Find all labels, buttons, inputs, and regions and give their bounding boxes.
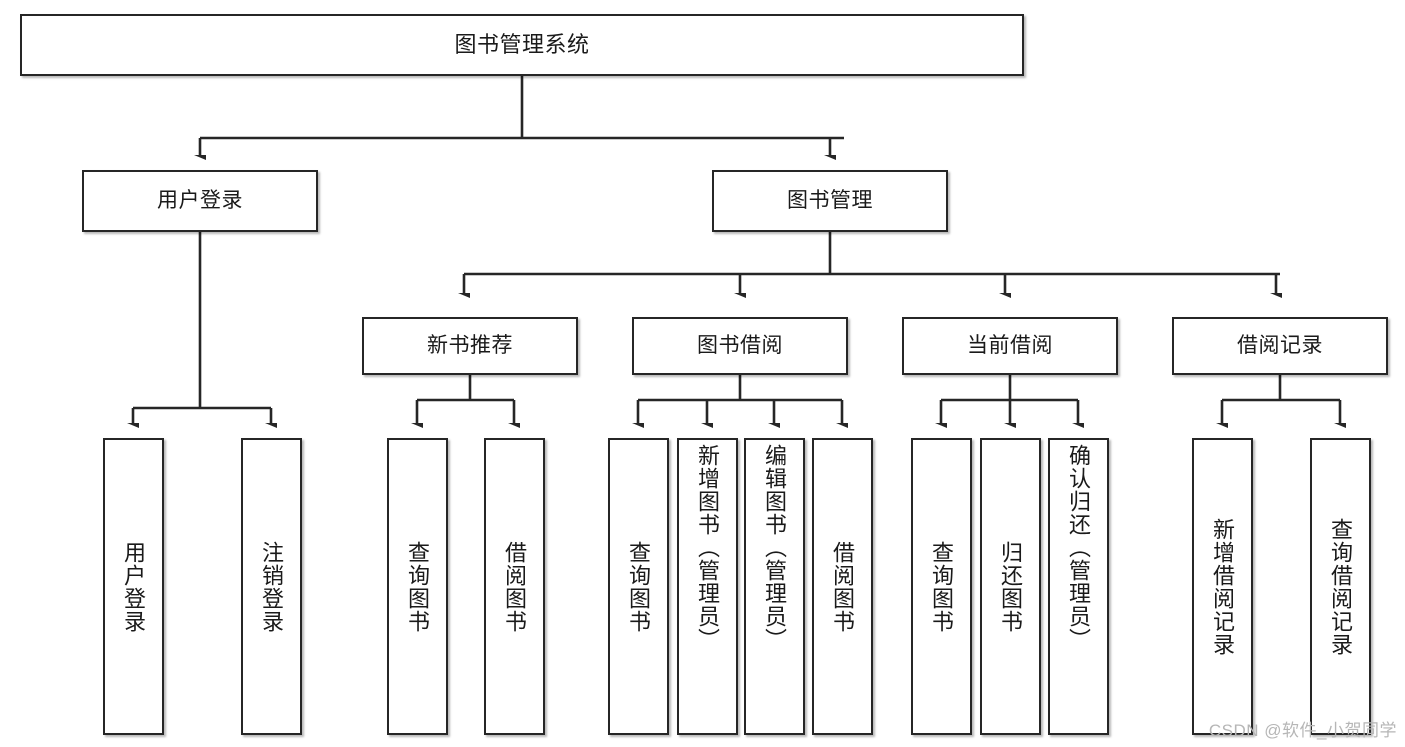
node-label: 查询图书	[405, 540, 431, 633]
node-label: 查询图书	[929, 540, 955, 633]
node-label: 查询图书	[626, 540, 652, 633]
node-leaf-add-borrow-record[interactable]: 新增借阅记录	[1192, 438, 1253, 735]
node-label: 借阅图书	[830, 540, 856, 633]
node-leaf-borrow-book-new[interactable]: 借阅图书	[484, 438, 545, 735]
node-label: 查询借阅记录	[1328, 517, 1354, 656]
node-label: 新增图书（管理员）	[695, 444, 721, 651]
node-book-borrow[interactable]: 图书借阅	[632, 317, 848, 375]
csdn-watermark: CSDN @软件_小贺同学	[1208, 721, 1397, 740]
node-leaf-borrow-book[interactable]: 借阅图书	[812, 438, 873, 735]
node-label: 确认归还（管理员）	[1066, 444, 1092, 651]
node-current-borrow[interactable]: 当前借阅	[902, 317, 1118, 375]
node-leaf-query-book-current[interactable]: 查询图书	[911, 438, 972, 735]
node-leaf-return-book[interactable]: 归还图书	[980, 438, 1041, 735]
node-label: 注销登录	[259, 540, 285, 633]
node-label: 用户登录	[121, 540, 147, 633]
node-label: 图书管理	[787, 188, 873, 212]
node-leaf-user-login[interactable]: 用户登录	[103, 438, 164, 735]
node-user-login[interactable]: 用户登录	[82, 170, 318, 232]
node-root-book-management-system[interactable]: 图书管理系统	[20, 14, 1024, 76]
node-leaf-query-book[interactable]: 查询图书	[608, 438, 669, 735]
node-leaf-add-book-admin[interactable]: 新增图书（管理员）	[677, 438, 738, 735]
node-leaf-query-book-new[interactable]: 查询图书	[387, 438, 448, 735]
node-label: 图书借阅	[697, 333, 783, 357]
node-label: 当前借阅	[967, 333, 1053, 357]
node-label: 新增借阅记录	[1210, 517, 1236, 656]
node-new-book-recommend[interactable]: 新书推荐	[362, 317, 578, 375]
node-borrow-record[interactable]: 借阅记录	[1172, 317, 1388, 375]
node-leaf-edit-book-admin[interactable]: 编辑图书（管理员）	[744, 438, 805, 735]
node-leaf-logout[interactable]: 注销登录	[241, 438, 302, 735]
node-label: 借阅记录	[1237, 333, 1323, 357]
node-label: 编辑图书（管理员）	[762, 444, 788, 651]
node-leaf-query-borrow-record[interactable]: 查询借阅记录	[1310, 438, 1371, 735]
node-leaf-confirm-return-admin[interactable]: 确认归还（管理员）	[1048, 438, 1109, 735]
node-label: 归还图书	[998, 540, 1024, 633]
node-label: 用户登录	[157, 188, 243, 212]
node-label: 借阅图书	[502, 540, 528, 633]
node-book-management[interactable]: 图书管理	[712, 170, 948, 232]
node-label: 新书推荐	[427, 333, 513, 357]
node-label: 图书管理系统	[454, 32, 590, 58]
